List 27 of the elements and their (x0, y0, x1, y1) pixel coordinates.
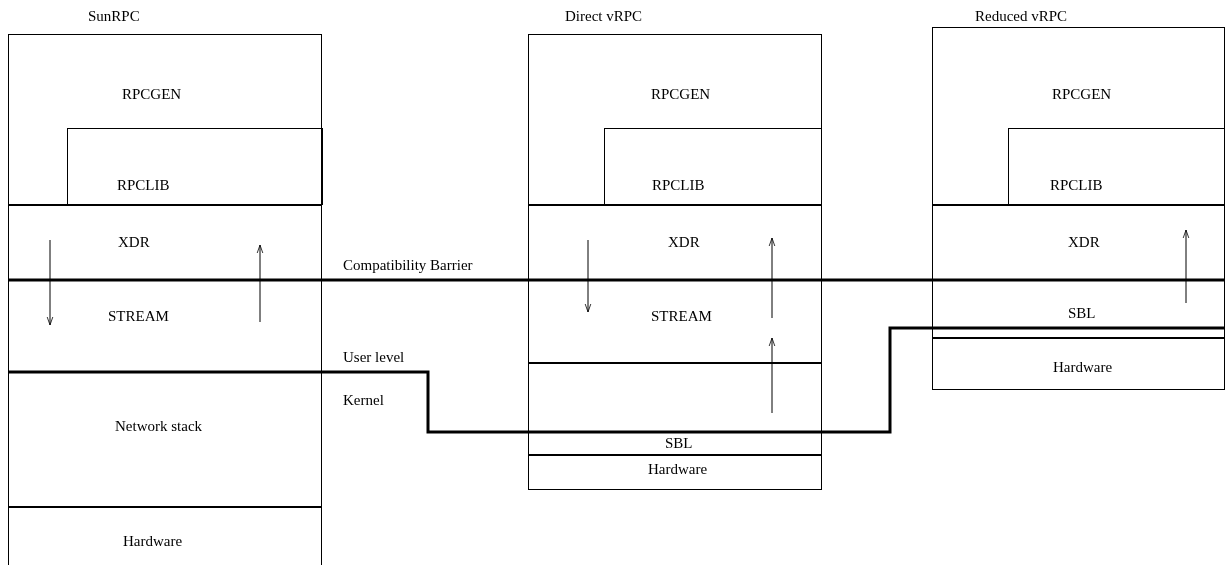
layer-label: RPCLIB (652, 177, 705, 194)
layer-box (528, 363, 822, 455)
stack-heading: SunRPC (88, 8, 140, 25)
layer-box (67, 128, 323, 205)
stack-heading: Direct vRPC (565, 8, 643, 25)
layer-label: STREAM (108, 308, 169, 325)
layer-label: RPCGEN (1052, 86, 1112, 103)
layer-label: RPCGEN (122, 86, 182, 103)
layer-box (1008, 128, 1225, 205)
boundary-label: Kernel (343, 392, 384, 409)
layer-label: XDR (668, 234, 700, 251)
layer-label: RPCLIB (1050, 177, 1103, 194)
layer-label: Network stack (115, 418, 203, 435)
layer-box (604, 128, 822, 205)
layer-label: STREAM (651, 308, 712, 325)
layer-label: RPCGEN (651, 86, 711, 103)
layer-label: SBL (665, 435, 693, 452)
layer-label: Hardware (123, 533, 183, 550)
layer-label: RPCLIB (117, 177, 170, 194)
boundary-label: Compatibility Barrier (343, 257, 473, 274)
layer-label: SBL (1068, 305, 1096, 322)
layer-label: Hardware (1053, 359, 1113, 376)
layer-label: XDR (118, 234, 150, 251)
boundary-label: User level (343, 349, 405, 366)
layer-label: XDR (1068, 234, 1100, 251)
layer-label: Hardware (648, 461, 708, 478)
stack-heading: Reduced vRPC (975, 8, 1068, 25)
